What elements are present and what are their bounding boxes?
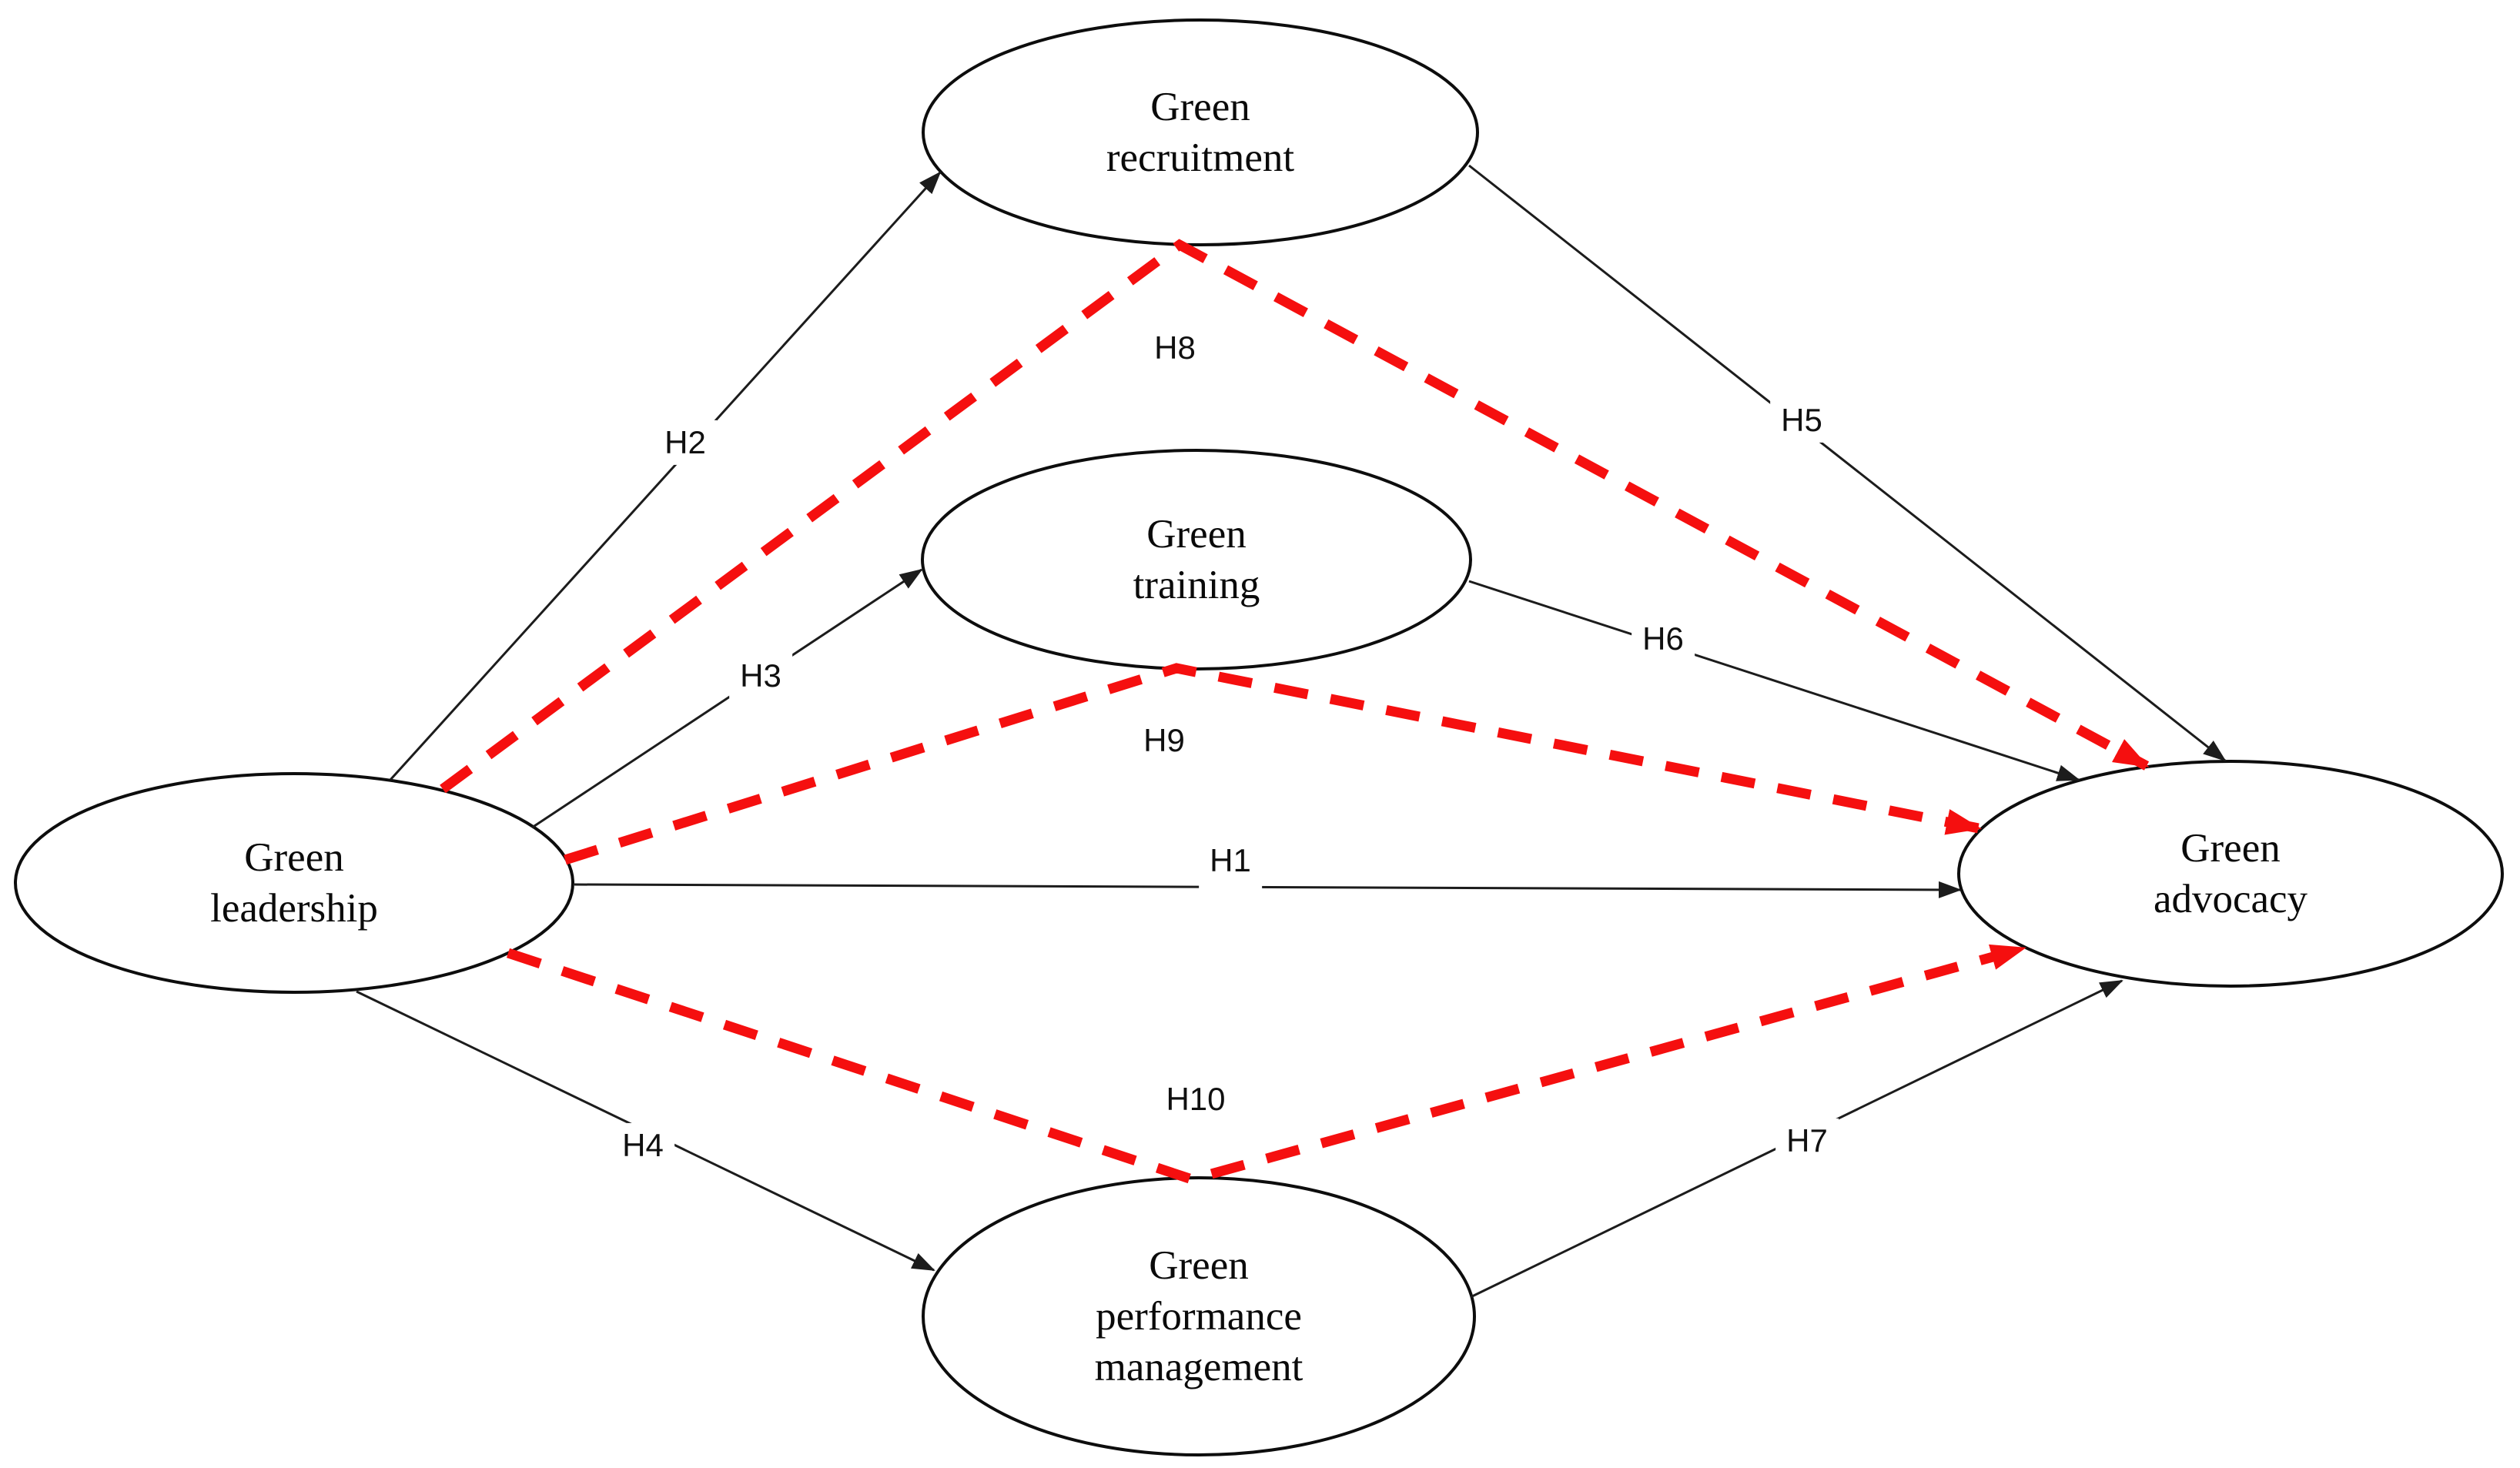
node-label-green-recruitment: Green recruitment: [1106, 82, 1294, 183]
node-label-line: Green: [1149, 1243, 1249, 1288]
hypothesis-label-h3: H3: [729, 653, 792, 699]
edge-h8-dashed-arrow: [440, 239, 2150, 794]
node-label-line: recruitment: [1106, 135, 1295, 180]
node-ellipse-green-performance-management: [922, 1176, 1476, 1456]
node-label-green-performance-management: Green performance management: [1095, 1240, 1304, 1393]
node-label-line: Green: [1150, 85, 1250, 129]
node-ellipse-green-advocacy: [1957, 760, 2504, 988]
node-ellipse-green-leadership: [14, 772, 574, 994]
node-label-line: advocacy: [2153, 877, 2308, 921]
node-label-line: training: [1133, 563, 1260, 607]
node-label-line: Green: [2180, 826, 2281, 871]
node-ellipse-green-recruitment: [922, 18, 1479, 246]
hypothesis-label-h6: H6: [1631, 616, 1695, 662]
edge-h6-arrow: [1468, 580, 2080, 781]
hypothesis-label-h9: H9: [1133, 717, 1196, 764]
node-label-line: leadership: [210, 886, 378, 931]
hypothesis-label-h7: H7: [1775, 1118, 1839, 1164]
edge-h3-arrow: [531, 568, 923, 829]
hypothesis-label-h2: H2: [654, 420, 717, 466]
edge-h9-dashed-arrow: [564, 663, 1982, 865]
hypothesis-label-h10: H10: [1155, 1076, 1237, 1122]
hypothesis-label-h8: H8: [1143, 325, 1206, 371]
edge-h5-arrow: [1468, 164, 2227, 762]
node-label-green-advocacy: Green advocacy: [2154, 823, 2307, 925]
node-label-line: performance: [1096, 1294, 1302, 1339]
edge-h2-arrow: [389, 171, 942, 781]
hypothesis-label-h5: H5: [1770, 397, 1833, 443]
node-label-line: Green: [244, 835, 344, 880]
hypothesis-label-h4: H4: [611, 1122, 674, 1169]
node-label-line: management: [1094, 1345, 1304, 1389]
node-label-line: Green: [1146, 512, 1247, 557]
edge-h10-dashed-arrow: [506, 943, 2026, 1185]
node-label-green-leadership: Green leadership: [210, 832, 378, 934]
hypothesis-label-h1: H1: [1199, 838, 1262, 890]
edge-h1-arrow: [574, 881, 1962, 898]
node-label-green-training: Green training: [1133, 509, 1260, 610]
